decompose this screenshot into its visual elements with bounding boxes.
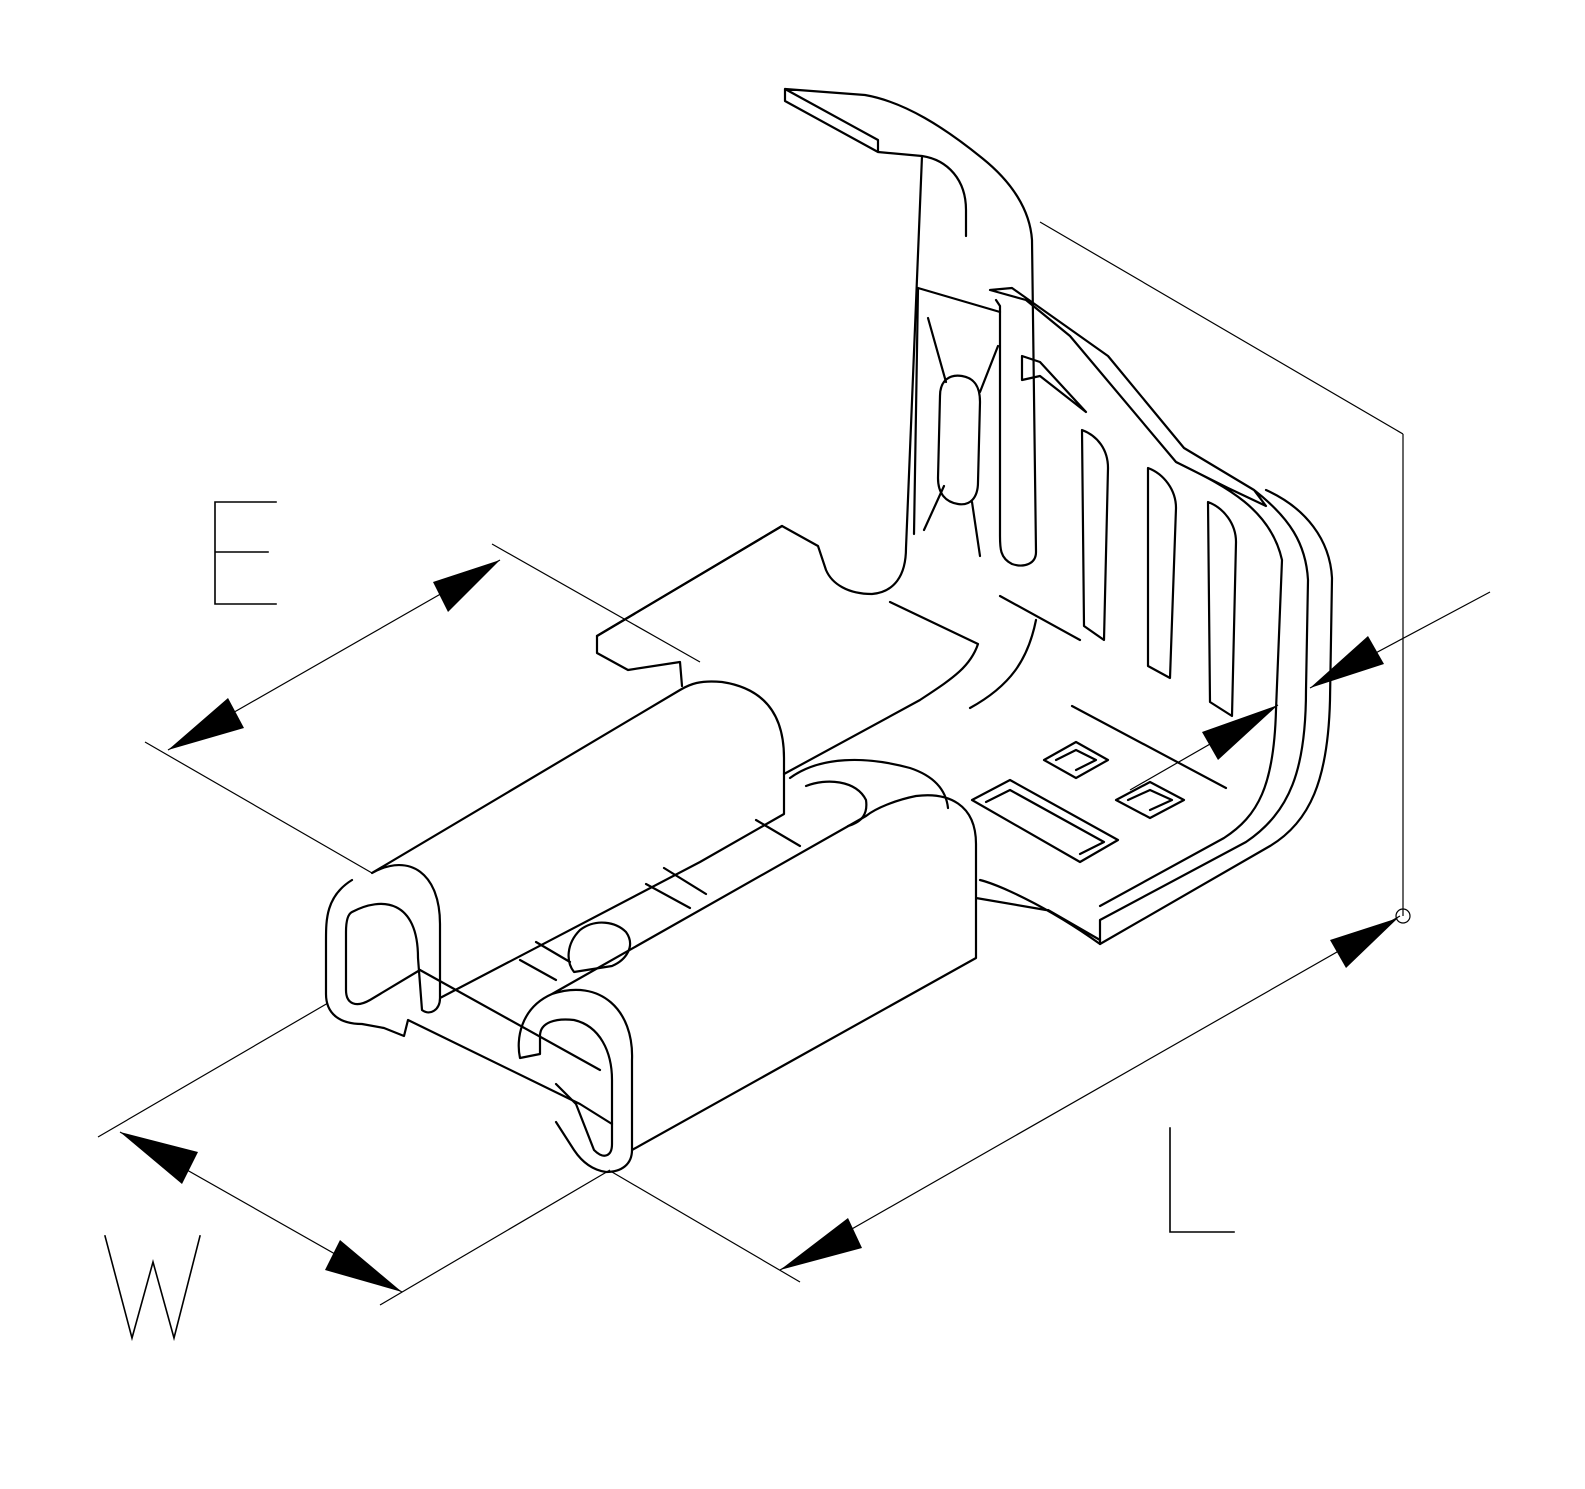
dim-w-arrow-right [325, 1240, 402, 1292]
dimension-lines [97, 221, 1491, 1306]
barrel-left [324, 680, 786, 1126]
barrel-front [517, 794, 1048, 1174]
base-plate [595, 524, 1228, 946]
dim-l-arrow-front [780, 1218, 862, 1270]
dim-w-extension-right [379, 1169, 611, 1306]
terminal-body [324, 87, 1334, 1174]
side-slot-3 [1206, 500, 1238, 718]
dimension-letters: E W L [104, 501, 1235, 1342]
dim-label-l: L [1169, 1127, 1235, 1233]
dim-side-arrow-inner [1202, 705, 1278, 760]
side-wall [988, 286, 1334, 946]
base-hole-square-1 [1042, 740, 1110, 780]
dim-l-extension-back-a [1039, 221, 1404, 435]
dim-w-arrow-left [120, 1132, 198, 1184]
upright-inner-wall [912, 286, 1002, 536]
dim-side-arrow-outer [1310, 636, 1384, 688]
dim-e-arrow-right [433, 560, 500, 612]
dim-label-e: E [214, 501, 277, 605]
base-hole-rect [970, 778, 1120, 864]
dim-e-arrow-left [168, 698, 244, 750]
side-slot-2 [1146, 466, 1178, 680]
base-hole-square-2 [1114, 780, 1186, 820]
upright-tab [595, 87, 1038, 688]
dim-l-line [779, 915, 1401, 1271]
upright-oval-slot [936, 374, 982, 506]
dim-l-origin-circle [1395, 908, 1411, 924]
side-slot-1 [1080, 428, 1110, 642]
dim-e-extension-left [144, 741, 373, 874]
dim-l-extension-front [611, 1171, 801, 1283]
side-wall-notch [1020, 354, 1088, 414]
dim-label-w-text: W [105, 1337, 106, 1339]
dim-w-extension-left [97, 1002, 329, 1138]
dim-l-arrow-back [1330, 918, 1398, 968]
upright-oval-ribs [922, 316, 1000, 558]
dim-label-w: W [104, 1235, 201, 1342]
dim-e-extension-right [491, 543, 701, 663]
arrowheads [120, 560, 1398, 1292]
centre-rod [418, 758, 950, 1072]
